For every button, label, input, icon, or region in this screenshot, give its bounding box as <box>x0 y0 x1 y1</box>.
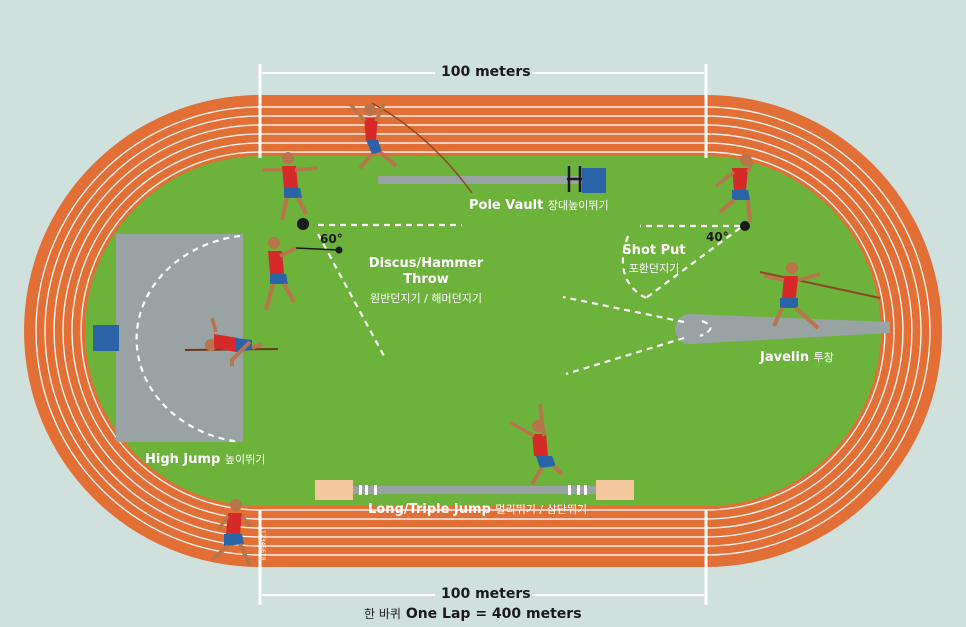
athletes <box>205 102 881 567</box>
sand-pit-left <box>315 480 353 500</box>
discus-hammer-label: Discus/Hammer Throw 원반던지기 / 해머던지기 <box>368 256 484 305</box>
shot-put-angle-label: 40° <box>706 230 729 244</box>
long-jump-athlete <box>509 403 564 486</box>
runner-athlete <box>210 499 252 567</box>
shot-put-ring <box>740 221 750 231</box>
pole-vault-athlete <box>348 102 398 170</box>
pole-vault-label: Pole Vault 장대높이뛰기 <box>469 198 609 213</box>
discus-ring <box>297 218 309 230</box>
javelin-label: Javelin 투창 <box>760 350 834 365</box>
long-triple-jump-label: Long/Triple Jump 멀리뛰기 / 삼단뛰기 <box>368 502 588 517</box>
high-jump-apron <box>116 234 243 442</box>
hammer-ball <box>335 246 343 254</box>
pole-vault-standards <box>567 166 582 192</box>
top-100m-marker <box>258 64 708 158</box>
infield <box>85 156 881 506</box>
hammer-wire <box>295 247 339 251</box>
top-100m-label: 100 meters <box>441 64 531 80</box>
shot-put-athlete <box>714 154 754 223</box>
lane-numbers: 12345678 <box>259 530 266 561</box>
take-off-boards <box>359 485 587 495</box>
pole-vault-mat <box>582 168 606 193</box>
long-jump-runway <box>352 486 598 494</box>
high-jump-arc <box>135 234 241 444</box>
discus-angle-label: 60° <box>320 232 343 246</box>
discus-hammer-sector <box>317 223 462 357</box>
pole-vault-pole <box>371 102 473 194</box>
shot-put-label: Shot Put 포환던지기 <box>622 243 686 275</box>
one-lap-label: 한 바퀴 One Lap = 400 meters <box>364 606 582 622</box>
hammer-athlete <box>264 237 297 311</box>
high-jump-label: High Jump 높이뛰기 <box>145 452 266 467</box>
discus-athlete <box>262 152 319 221</box>
high-jump-athlete <box>205 317 263 366</box>
javelin-athlete <box>759 262 881 330</box>
shot-put-sector <box>621 224 741 299</box>
bottom-100m-marker <box>258 510 708 605</box>
pole-vault-runway <box>378 176 588 184</box>
one-lap-english: One Lap = 400 meters <box>405 606 582 622</box>
bottom-100m-label: 100 meters <box>441 586 531 602</box>
one-lap-korean: 한 바퀴 <box>364 607 401 621</box>
high-jump-mat <box>93 325 119 351</box>
javelin-sector <box>562 295 712 376</box>
sand-pit-right <box>596 480 634 500</box>
javelin-runway <box>675 314 890 344</box>
